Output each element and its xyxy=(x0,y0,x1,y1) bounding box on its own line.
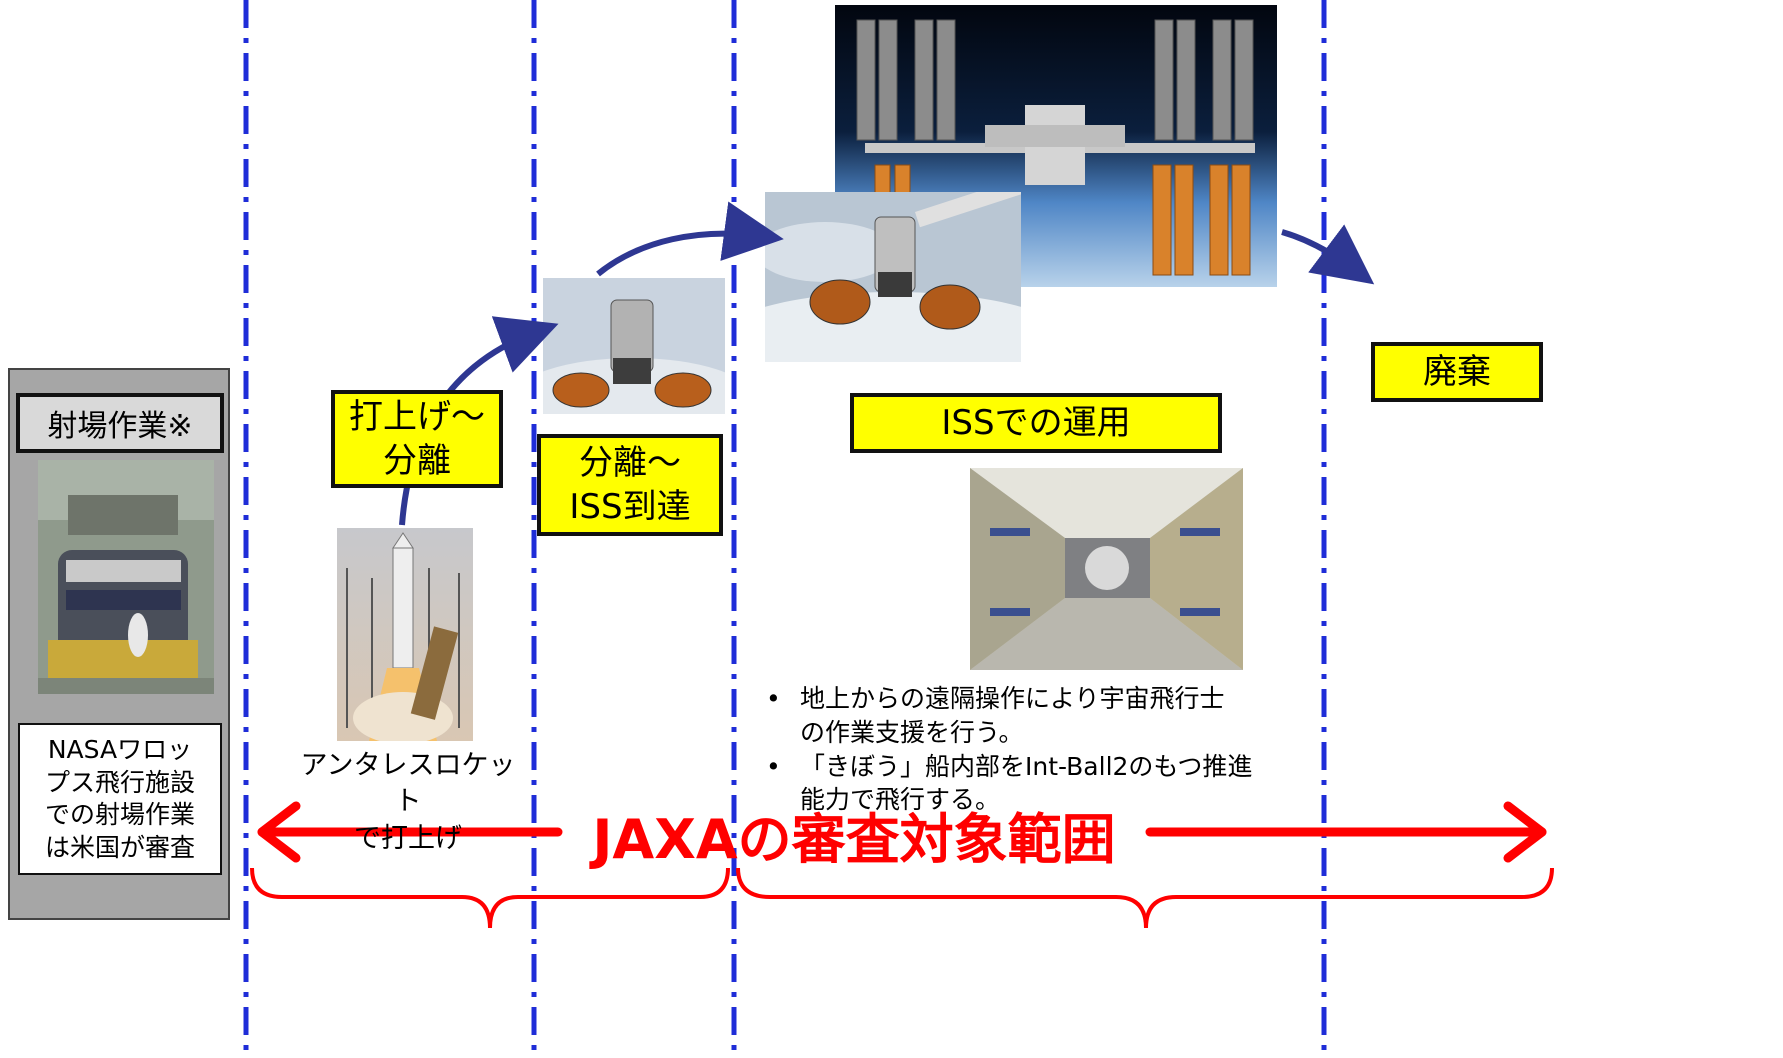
flow-arrow-iss xyxy=(596,201,784,277)
phase-label-launch: 打上げ～ 分離 xyxy=(331,390,503,488)
launch-site-photo xyxy=(38,460,214,694)
cygnus-free-flight-photo xyxy=(543,278,725,414)
phase-label-operations: ISSでの運用 xyxy=(850,393,1222,453)
antares-launch-photo xyxy=(337,528,473,741)
operations-bullet-1: 地上からの遠隔操作により宇宙飛行士 の作業支援を行う。 xyxy=(760,682,1280,750)
scope-brace-right xyxy=(736,867,1554,929)
kibo-interior-photo xyxy=(970,468,1243,670)
launch-site-title: 射場作業※ xyxy=(16,393,224,453)
launch-site-note: NASAワロッ プス飛行施設 での射場作業 は米国が審査 xyxy=(18,723,222,875)
phase-label-disposal: 廃棄 xyxy=(1371,342,1543,402)
flow-arrow-disposal xyxy=(1281,224,1375,285)
scope-brace-left xyxy=(250,867,730,929)
operations-bullets: 地上からの遠隔操作により宇宙飛行士 の作業支援を行う。 「きぼう」船内部をInt… xyxy=(760,682,1280,817)
cygnus-berthing-photo xyxy=(765,192,1021,362)
phase-label-separation: 分離～ ISS到達 xyxy=(537,434,723,536)
scope-label: JAXAの審査対象範囲 xyxy=(592,807,1116,871)
scope-arrow-right-head xyxy=(1503,801,1547,863)
launch-caption: アンタレスロケット で打上げ xyxy=(300,750,516,854)
operations-bullet-2: 「きぼう」船内部をInt-Ball2のもつ推進 能力で飛行する。 xyxy=(760,750,1280,818)
scope-arrow-left-head xyxy=(257,801,301,863)
